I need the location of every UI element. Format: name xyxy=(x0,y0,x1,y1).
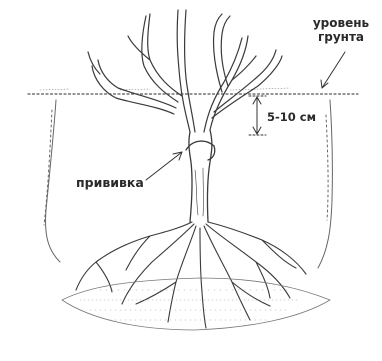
soil-mound xyxy=(62,278,330,330)
graft-label: прививка xyxy=(76,176,144,190)
tree-trunk xyxy=(186,130,215,222)
tree-branches xyxy=(88,10,282,132)
depth-label: 5-10 см xyxy=(267,110,316,124)
graft-pointer xyxy=(146,152,182,180)
soil-level-label-line1: уровень xyxy=(303,16,379,30)
soil-level-label: уровень грунта xyxy=(303,16,379,44)
tree-roots xyxy=(76,222,306,328)
depth-marker-arrow xyxy=(249,96,266,135)
soil-level-label-line2: грунта xyxy=(303,30,379,44)
soil-level-pointer xyxy=(322,52,345,88)
